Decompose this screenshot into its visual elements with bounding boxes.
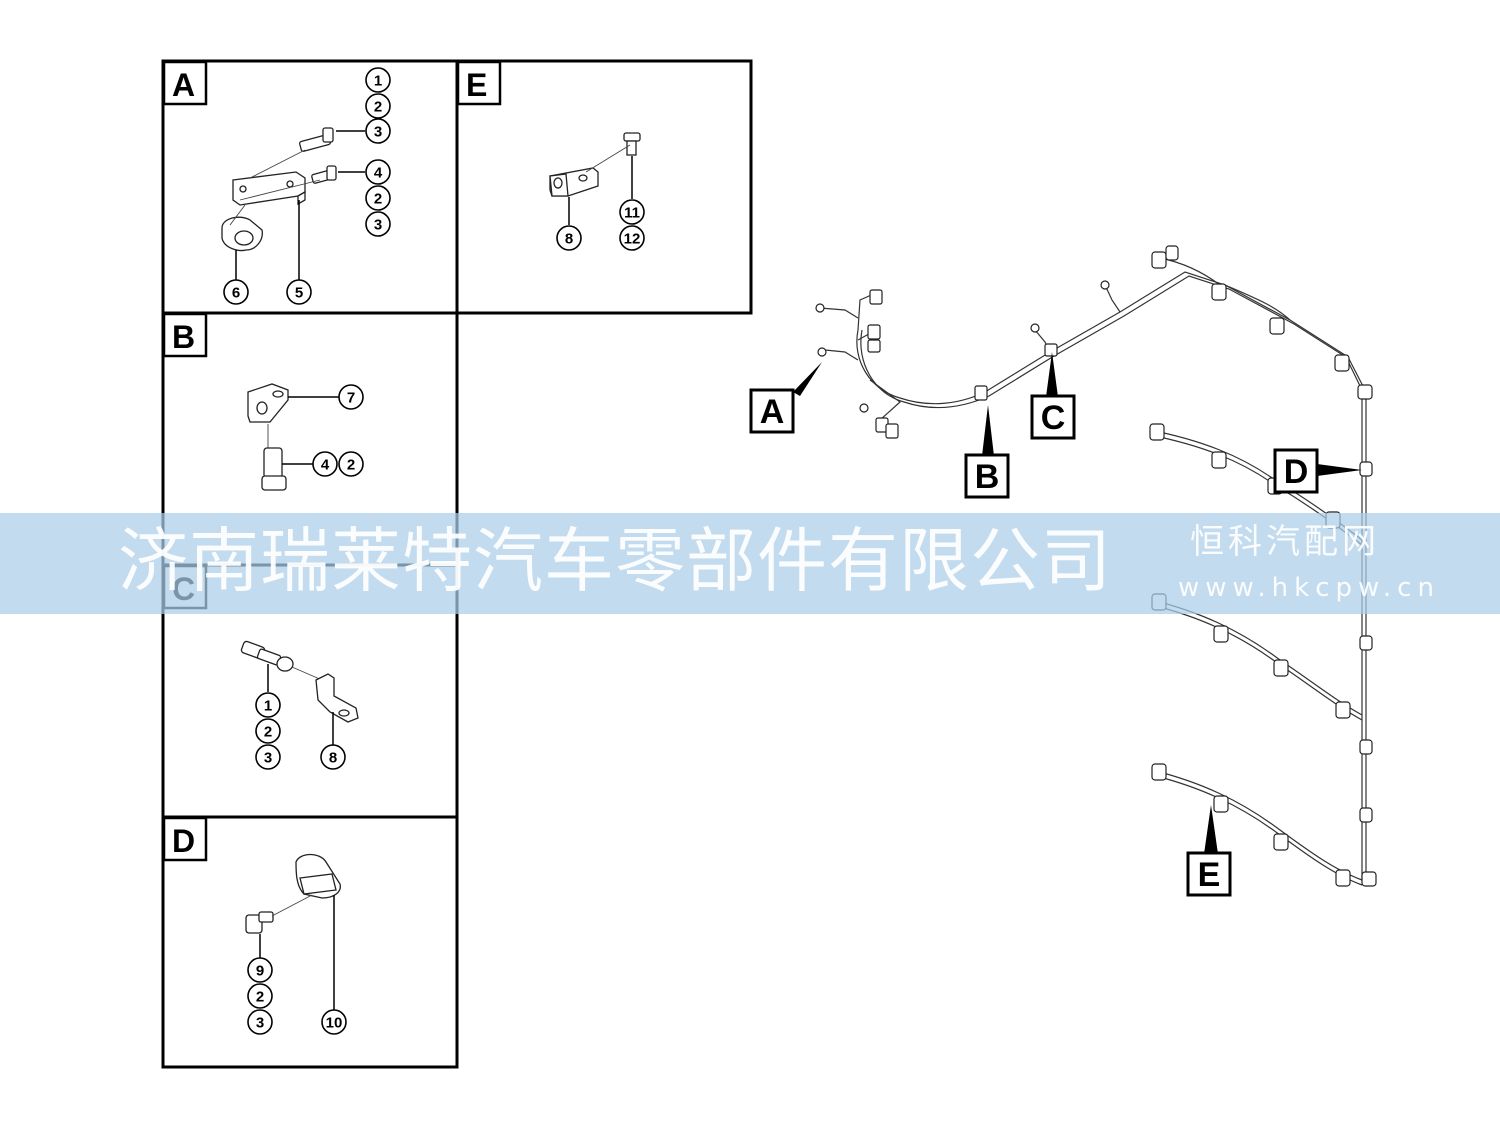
bracket-part [232,171,306,206]
panel-b-label: B [172,319,195,355]
balloon-b-1: 7 [347,390,355,407]
bracket-part [315,673,359,723]
balloon-d-2: 2 [256,989,264,1006]
watermark-band [0,513,1500,614]
bracket-part [549,167,599,197]
balloon-d-3: 3 [256,1015,264,1032]
balloon-e-3: 8 [565,231,573,248]
callout-e: E [1186,805,1232,897]
callout-e-label: E [1198,856,1221,894]
panel-a: A 1 2 3 [161,59,459,315]
callout-d-label: D [1284,453,1309,491]
bolt-part-mid [311,165,337,184]
balloon-e-1: 11 [624,205,640,222]
bolt-part [261,447,287,491]
callout-c: C [1030,352,1076,440]
bracket-part [247,383,289,423]
panel-d-label: D [172,823,195,859]
balloon-a-6: 3 [374,217,382,234]
balloon-e-2: 12 [624,231,641,248]
callout-d: D [1273,448,1362,494]
balloon-a-1: 1 [374,73,382,90]
balloon-a-4: 4 [374,165,383,182]
panel-e: E 11 12 8 [455,59,753,315]
callout-c-label: C [1041,399,1066,437]
balloon-c-2: 2 [264,724,272,741]
balloon-b-3: 2 [347,457,355,474]
balloon-c-4: 8 [329,750,337,767]
panel-d: D 9 2 3 10 [161,815,459,1069]
balloon-b-2: 4 [321,457,330,474]
bolt-part [245,911,274,934]
bolt-part-top [299,127,334,152]
balloon-d-4: 10 [326,1015,343,1032]
bolt-part [240,640,294,672]
balloon-a-3: 3 [374,124,382,141]
callout-a-label: A [760,393,785,431]
clamp-part [221,216,263,252]
balloon-c-1: 1 [264,698,272,715]
watermark-brand: 恒科汽配网 [1190,522,1380,562]
callout-b-label: B [975,458,1000,496]
bolt-part [623,132,641,156]
balloon-a-7: 6 [232,285,240,302]
panel-a-label: A [172,67,195,103]
callout-b: B [964,405,1010,499]
clip-part [295,853,341,899]
balloon-a-2: 2 [374,99,382,116]
watermark-url: www.hkcpw.cn [1178,573,1440,603]
balloon-a-5: 2 [374,191,382,208]
callout-a: A [749,362,822,434]
watermark-company: 济南瑞莱特汽车零部件有限公司 [118,520,1112,602]
panel-e-label: E [466,67,487,103]
balloon-d-1: 9 [256,963,264,980]
balloon-c-3: 3 [264,750,272,767]
balloon-a-8: 5 [295,285,303,302]
wiring-harness [815,245,1377,887]
